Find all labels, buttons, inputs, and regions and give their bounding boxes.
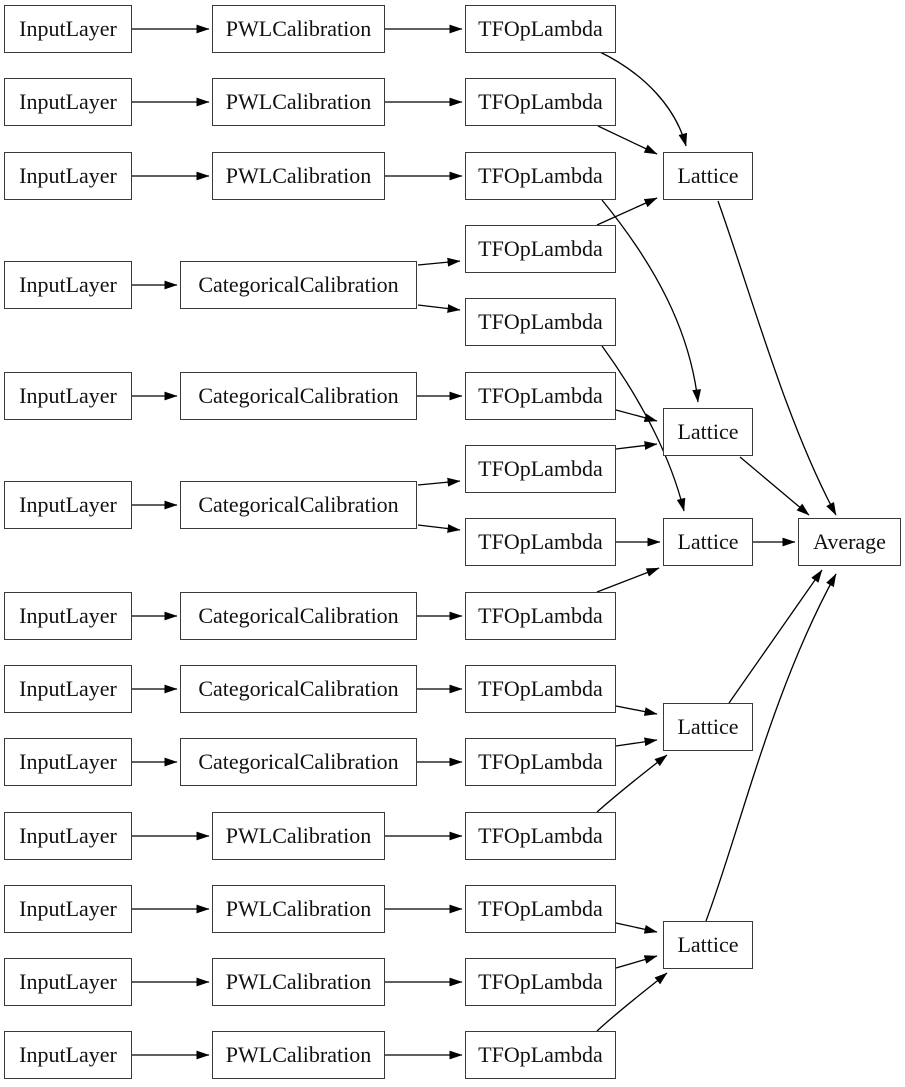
- node-tf11-tfoplambda: TFOpLambda: [465, 738, 616, 786]
- edge-cc1-tf4: [417, 257, 461, 267]
- node-cc5-categoricalcalibration: CategoricalCalibration: [180, 665, 417, 713]
- edge-lat1-avg: [717, 200, 837, 516]
- node-il4-inputlayer: InputLayer: [4, 261, 132, 309]
- edge-tf7-lat2: [615, 441, 658, 450]
- node-pwl2-pwlcalibration: PWLCalibration: [212, 78, 385, 126]
- node-il6-inputlayer: InputLayer: [4, 481, 132, 529]
- node-il12-inputlayer: InputLayer: [4, 958, 132, 1006]
- edge-tf4-lat1: [596, 197, 658, 226]
- edge-cc3-tf7: [417, 477, 461, 487]
- edge-tf2-lat1: [597, 125, 658, 155]
- node-tf9-tfoplambda: TFOpLambda: [465, 592, 616, 640]
- node-il7-inputlayer: InputLayer: [4, 592, 132, 640]
- node-cc4-categoricalcalibration: CategoricalCalibration: [180, 592, 417, 640]
- node-pwl5-pwlcalibration: PWLCalibration: [212, 885, 385, 933]
- node-tf12-tfoplambda: TFOpLambda: [465, 812, 616, 860]
- node-tf5-tfoplambda: TFOpLambda: [465, 298, 616, 346]
- node-tf15-tfoplambda: TFOpLambda: [465, 1031, 616, 1079]
- node-tf4-tfoplambda: TFOpLambda: [465, 225, 616, 273]
- node-pwl6-pwlcalibration: PWLCalibration: [212, 958, 385, 1006]
- edge-tf10-lat4: [615, 705, 658, 716]
- node-pwl7-pwlcalibration: PWLCalibration: [212, 1031, 385, 1079]
- node-pwl3-pwlcalibration: PWLCalibration: [212, 152, 385, 200]
- node-cc2-categoricalcalibration: CategoricalCalibration: [180, 372, 417, 420]
- node-tf2-tfoplambda: TFOpLambda: [465, 78, 616, 126]
- edge-cc3-tf8: [417, 524, 461, 533]
- edge-tf3-lat2: [601, 199, 701, 403]
- node-tf8-tfoplambda: TFOpLambda: [465, 518, 616, 566]
- node-lat3-lattice: Lattice: [663, 518, 753, 566]
- node-lat1-lattice: Lattice: [663, 152, 753, 200]
- edge-tf1-lat1: [599, 51, 688, 147]
- node-tf14-tfoplambda: TFOpLambda: [465, 958, 616, 1006]
- node-pwl4-pwlcalibration: PWLCalibration: [212, 812, 385, 860]
- node-il1-inputlayer: InputLayer: [4, 5, 132, 53]
- node-tf1-tfoplambda: TFOpLambda: [465, 5, 616, 53]
- edge-lat2-avg: [739, 456, 810, 516]
- node-il3-inputlayer: InputLayer: [4, 152, 132, 200]
- node-lat4-lattice: Lattice: [663, 703, 753, 751]
- node-pwl1-pwlcalibration: PWLCalibration: [212, 5, 385, 53]
- edge-lat5-avg: [705, 573, 837, 922]
- node-cc1-categoricalcalibration: CategoricalCalibration: [180, 261, 417, 309]
- node-tf10-tfoplambda: TFOpLambda: [465, 665, 616, 713]
- edge-tf14-lat5: [615, 955, 658, 969]
- edge-lat4-avg: [728, 569, 823, 704]
- node-il13-inputlayer: InputLayer: [4, 1031, 132, 1079]
- edge-group: [132, 24, 837, 1060]
- edge-tf9-lat3: [596, 567, 660, 593]
- node-il2-inputlayer: InputLayer: [4, 78, 132, 126]
- edge-cc1-tf5: [417, 304, 461, 313]
- node-il10-inputlayer: InputLayer: [4, 812, 132, 860]
- node-il11-inputlayer: InputLayer: [4, 885, 132, 933]
- edge-tf15-lat5: [596, 972, 668, 1032]
- node-lat2-lattice: Lattice: [663, 408, 753, 456]
- node-avg-average: Average: [798, 518, 901, 566]
- node-tf7-tfoplambda: TFOpLambda: [465, 445, 616, 493]
- node-il9-inputlayer: InputLayer: [4, 738, 132, 786]
- node-tf3-tfoplambda: TFOpLambda: [465, 152, 616, 200]
- edge-tf5-lat3: [601, 345, 686, 512]
- edge-tf13-lat5: [615, 922, 658, 934]
- node-il5-inputlayer: InputLayer: [4, 372, 132, 420]
- edge-tf11-lat4: [615, 737, 658, 747]
- node-tf13-tfoplambda: TFOpLambda: [465, 885, 616, 933]
- node-cc3-categoricalcalibration: CategoricalCalibration: [180, 481, 417, 529]
- node-tf6-tfoplambda: TFOpLambda: [465, 372, 616, 420]
- edge-tf6-lat2: [615, 409, 658, 423]
- node-lat5-lattice: Lattice: [663, 921, 753, 969]
- edge-tf12-lat4: [596, 754, 668, 813]
- node-il8-inputlayer: InputLayer: [4, 665, 132, 713]
- node-cc6-categoricalcalibration: CategoricalCalibration: [180, 738, 417, 786]
